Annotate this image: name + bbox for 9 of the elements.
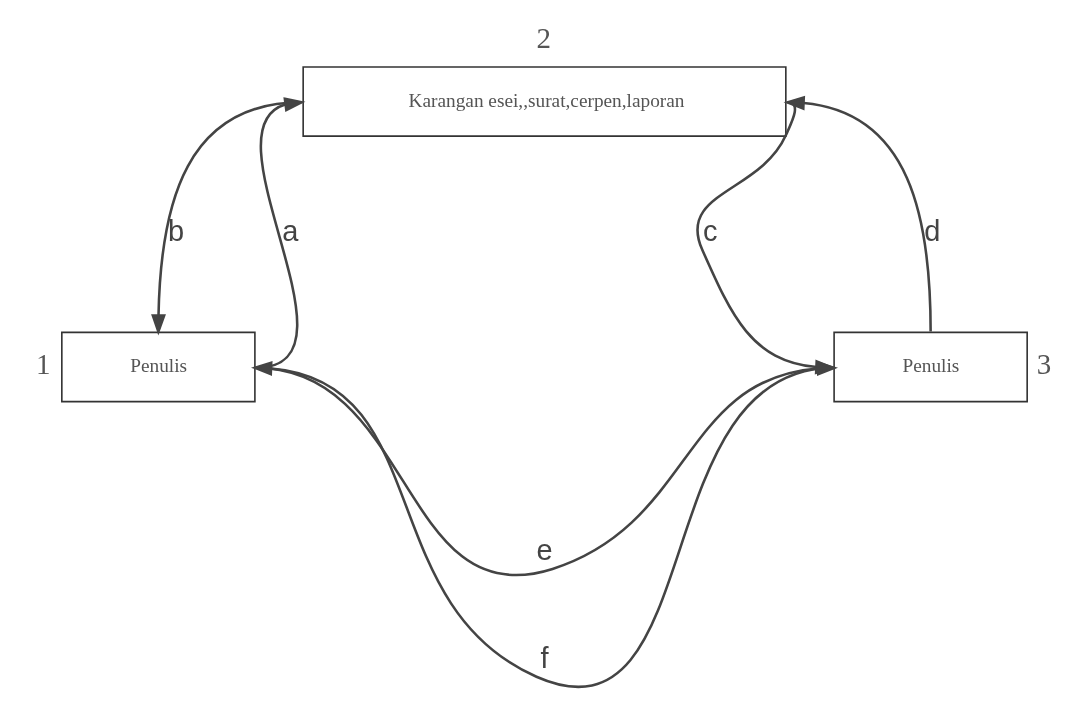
edge-label: a bbox=[281, 214, 298, 247]
edge-label: e bbox=[535, 533, 553, 566]
edge-label: d bbox=[923, 214, 940, 247]
edge-label: c bbox=[702, 214, 717, 247]
edge-label: f bbox=[539, 641, 549, 674]
edge-label: b bbox=[167, 214, 184, 247]
node-label: 1 bbox=[35, 348, 51, 381]
node-label: 2 bbox=[535, 22, 551, 55]
node-label: 3 bbox=[1036, 348, 1051, 381]
